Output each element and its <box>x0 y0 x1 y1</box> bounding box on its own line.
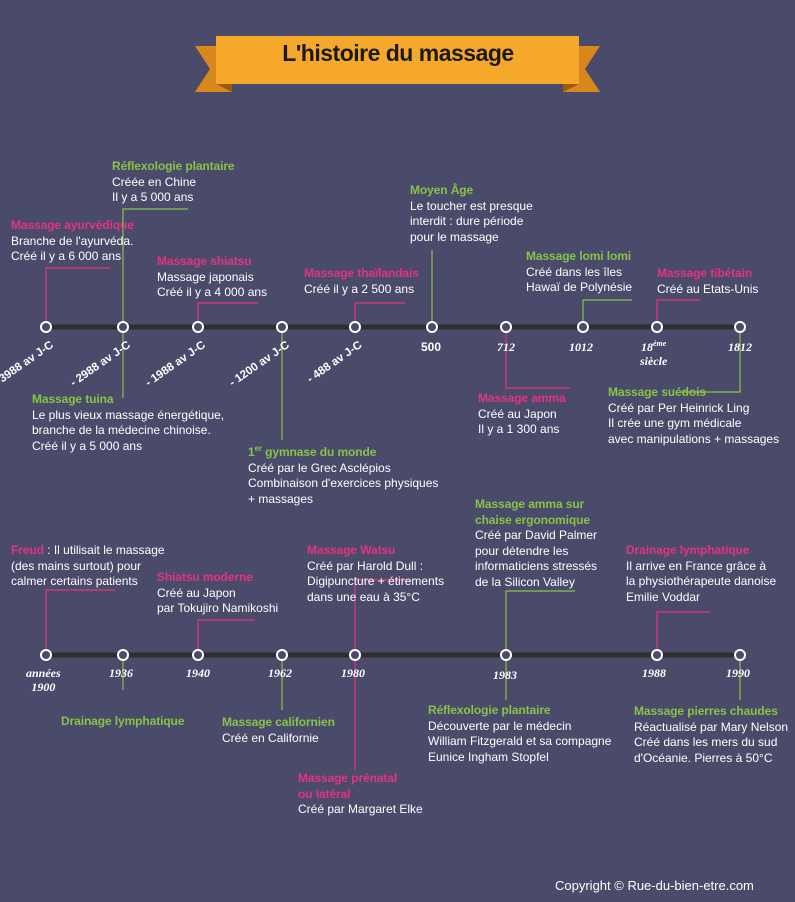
date-label: 1988 <box>642 666 666 680</box>
event-freud: Freud : Il utilisait le massage (des mai… <box>11 543 165 588</box>
date-label: 1980 <box>341 666 365 680</box>
event-massage-tibetain: Massage tibétain Créé au Etats-Unis <box>657 266 759 296</box>
date-label: 1940 <box>186 666 210 680</box>
event-shiatsu-moderne: Shiatsu moderne Créé au Japon par Tokuji… <box>157 570 279 615</box>
date-label: 1983 <box>493 668 517 682</box>
page-title: L'histoire du massage <box>282 40 514 66</box>
event-massage-ayurvedique: Massage ayurvédique Branche de l'ayurvéd… <box>11 218 134 263</box>
event-massage-watsu: Massage Watsu Créé par Harold Dull : Dig… <box>307 543 445 604</box>
event-massage-pierres-chaudes: Massage pierres chaudes Réactualisé par … <box>634 704 789 765</box>
event-moyen-age: Moyen Âge Le toucher est presque interdi… <box>410 183 533 244</box>
event-massage-prenatal: Massage prénatal ou latéral Créé par Mar… <box>298 771 423 816</box>
event-massage-thailandais: Massage thaïlandais Créé il y a 2 500 an… <box>304 266 419 296</box>
date-label: 1936 <box>109 666 133 680</box>
event-reflexologie-plantaire: Réflexologie plantaire Créée en Chine Il… <box>112 159 235 204</box>
event-massage-amma-chaise: Massage amma sur chaise ergonomique Créé… <box>475 497 598 589</box>
event-massage-amma: Massage amma Créé au Japon Il y a 1 300 … <box>478 391 566 436</box>
date-label: 500 <box>421 340 442 354</box>
title-banner <box>195 36 600 92</box>
event-massage-tuina: Massage tuina Le plus vieux massage éner… <box>32 392 225 453</box>
event-massage-californien: Massage californien Créé en Californie <box>222 715 335 745</box>
date-label: 1990 <box>726 666 750 680</box>
date-label: 1012 <box>569 340 593 354</box>
event-premier-gymnase: 1er gymnase du monde Créé par le Grec As… <box>248 444 439 506</box>
event-massage-shiatsu: Massage shiatsu Massage japonais Créé il… <box>157 254 268 299</box>
date-label: 1812 <box>728 340 752 354</box>
copyright-text: Copyright © Rue-du-bien-etre.com <box>555 878 754 893</box>
event-massage-lomi-lomi: Massage lomi lomi Créé dans les îles Haw… <box>526 249 633 294</box>
event-reflexologie-plantaire-1983: Réflexologie plantaire Découverte par le… <box>428 703 612 764</box>
event-drainage-lymphatique-1936: Drainage lymphatique <box>61 714 185 728</box>
date-label: 1962 <box>268 666 292 680</box>
timeline-2-markers <box>40 649 746 661</box>
event-massage-suedois: Massage suédois Créé par Per Heinrick Li… <box>608 385 780 446</box>
event-drainage-lymphatique-1988: Drainage lymphatique Il arrive en France… <box>626 543 777 604</box>
timeline-1-markers <box>40 321 746 333</box>
date-label: 712 <box>497 340 515 354</box>
